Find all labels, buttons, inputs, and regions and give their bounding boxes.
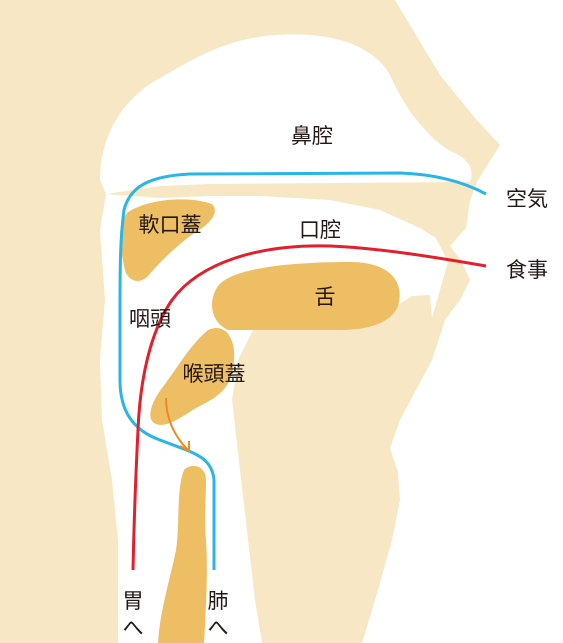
stomach-label: 胃 [123,589,144,613]
epiglottis-label: 喉頭蓋 [183,362,246,386]
epiglottis [150,328,235,425]
epiglottis-fold-arrow [165,397,189,451]
epiglottis-fold-arrowhead [179,441,190,453]
food-path [131,244,487,571]
food-label: 食事 [506,258,548,282]
soft-palate-label: 軟口蓋 [139,213,202,237]
air-path [118,171,487,570]
spine-tissue [0,180,112,643]
pharynx-label: 咽頭 [129,307,171,331]
nasal-cavity-label: 鼻腔 [291,124,333,148]
tongue [212,262,400,330]
trachea [158,465,207,643]
nasal-cavity-shape [100,34,472,194]
tongue-label: 舌 [315,285,336,309]
soft-palate [120,199,215,281]
lungs-to-label: へ [208,616,229,640]
oral-cavity-label: 口腔 [299,218,341,242]
lungs-label: 肺 [208,589,229,613]
air-label: 空気 [506,187,548,211]
stomach-to-label: へ [123,616,144,640]
